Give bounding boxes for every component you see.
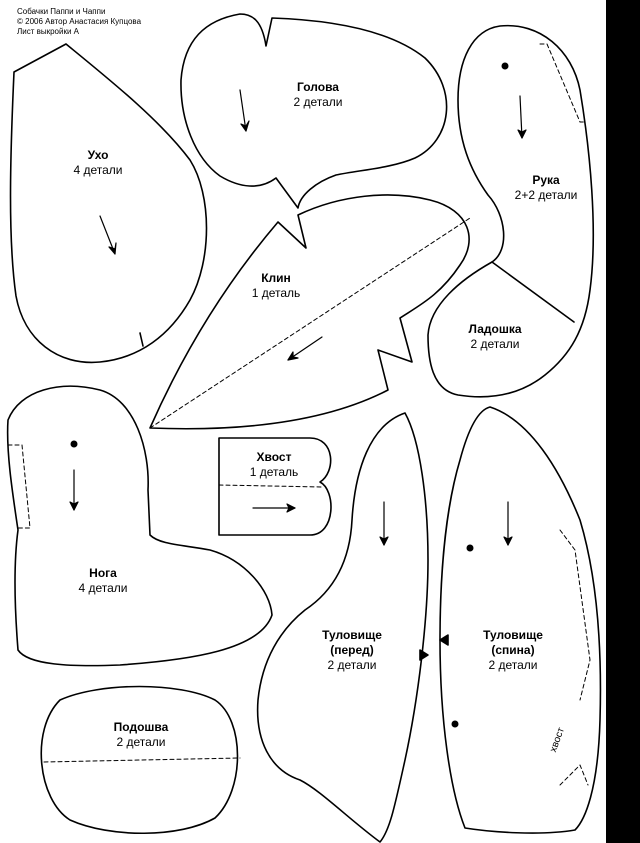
piece-hvost-foldline — [219, 485, 322, 487]
piece-ruka-dashed — [540, 44, 586, 122]
label-noga-name: Нога — [89, 566, 117, 580]
piece-ruka-outline — [428, 26, 593, 397]
piece-tul-spina-dashed — [560, 530, 590, 700]
piece-ruka-dot — [501, 62, 509, 70]
piece-tul-spina-outline — [440, 407, 600, 833]
label-uho-count: 4 детали — [73, 163, 123, 177]
label-tul-spina-sub: (спина) — [491, 643, 535, 657]
piece-tul-spina-notch — [440, 635, 448, 645]
piece-noga-dot — [70, 440, 78, 448]
label-golova-name: Голова — [297, 80, 339, 94]
label-tul-pered-sub: (перед) — [330, 643, 374, 657]
piece-uho-outline — [11, 44, 207, 362]
label-tul-pered-name: Туловище — [322, 628, 382, 642]
scan-edge — [606, 0, 640, 843]
label-ladoshka-count: 2 детали — [470, 337, 520, 351]
label-uho-name: Ухо — [87, 148, 109, 162]
label-podoshva-name: Подошва — [113, 720, 169, 734]
piece-hvost-outline — [219, 438, 331, 535]
label-noga-count: 4 детали — [78, 581, 128, 595]
label-klin-name: Клин — [261, 271, 291, 285]
label-tul-spina-count: 2 детали — [488, 658, 538, 672]
label-tul-pered: Туловище (перед) 2 детали — [322, 628, 382, 673]
label-hvost-name: Хвост — [256, 450, 292, 464]
piece-tul-pered-notch — [420, 650, 428, 660]
label-tul-spina-name: Туловище — [483, 628, 543, 642]
label-tul-spina: Туловище (спина) 2 детали — [483, 628, 543, 673]
grain-arrows — [70, 90, 526, 545]
label-hvost: Хвост 1 деталь — [250, 450, 299, 480]
label-ruka-name: Рука — [532, 173, 560, 187]
piece-podoshva-outline — [41, 687, 237, 834]
piece-tul-spina-tailmark — [560, 765, 588, 785]
piece-podoshva-foldline — [44, 758, 240, 762]
piece-tul-spina-dot1 — [466, 544, 474, 552]
label-hvost-count: 1 деталь — [249, 465, 299, 479]
piece-uho-notch — [140, 333, 143, 346]
header-sheet-id: Лист выкройки А — [17, 27, 79, 36]
piece-klin-foldline — [150, 218, 470, 428]
piece-klin-outline — [150, 195, 469, 429]
header-title: Собачки Паппи и Чаппи — [17, 7, 106, 16]
piece-tul-pered-outline — [258, 413, 428, 842]
label-ruka-count: 2+2 детали — [514, 188, 578, 202]
piece-noga-dashed — [8, 445, 30, 528]
label-klin-count: 1 деталь — [251, 286, 301, 300]
header-copyright: © 2006 Автор Анастасия Купцова — [17, 17, 142, 26]
label-podoshva-count: 2 детали — [116, 735, 166, 749]
label-uho: Ухо 4 детали — [73, 148, 122, 178]
piece-tul-spina-dot2 — [451, 720, 459, 728]
label-noga: Нога 4 детали — [78, 566, 127, 596]
label-ladoshka: Ладошка 2 детали — [468, 322, 521, 352]
sheet-header: Собачки Паппи и Чаппи © 2006 Автор Анаст… — [17, 7, 141, 37]
piece-noga-outline — [8, 386, 272, 665]
piece-golova-outline — [181, 14, 447, 208]
piece-ruka-divider — [492, 262, 574, 322]
label-tul-pered-count: 2 детали — [327, 658, 377, 672]
label-ladoshka-name: Ладошка — [468, 322, 522, 336]
label-klin: Клин 1 деталь — [252, 271, 301, 301]
label-podoshva: Подошва 2 детали — [114, 720, 169, 750]
label-golova: Голова 2 детали — [293, 80, 342, 110]
label-ruka: Рука 2+2 детали — [515, 173, 578, 203]
label-golova-count: 2 детали — [293, 95, 343, 109]
